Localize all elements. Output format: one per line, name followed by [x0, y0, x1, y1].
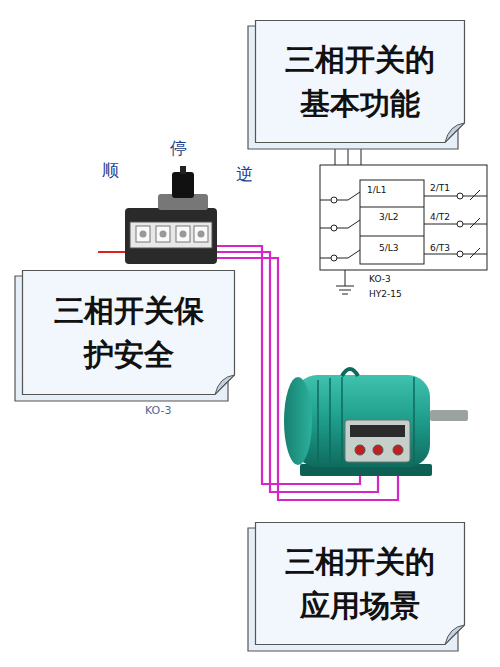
page-curl	[445, 123, 465, 143]
switch-schematic	[360, 180, 424, 264]
callout-title: 三相开关的 基本功能	[276, 38, 444, 125]
callout-content: 三相开关保 护安全	[22, 270, 235, 395]
switch-schematic	[361, 148, 362, 165]
switch-schematic	[424, 254, 487, 255]
rotary-switch	[156, 226, 170, 242]
switch-schematic	[457, 251, 463, 257]
switch-schematic	[339, 290, 351, 291]
direction-label: 逆	[236, 165, 253, 185]
page-curl	[445, 625, 465, 645]
switch-schematic	[360, 207, 424, 208]
rotary-switch	[180, 166, 186, 174]
switch-schematic	[470, 218, 480, 228]
motor	[413, 377, 415, 465]
terminal-label: HY2-15	[368, 289, 403, 299]
callout-box: 三相开关的 基本功能	[255, 20, 465, 143]
motor	[350, 425, 405, 437]
switch-schematic	[360, 236, 424, 237]
motor	[355, 445, 365, 455]
switch-schematic	[331, 225, 337, 231]
rotary-switch	[176, 226, 190, 242]
rotary-switch	[198, 231, 205, 238]
motor	[295, 375, 430, 467]
terminal-label: 4/T2	[429, 212, 451, 222]
motor	[329, 378, 331, 464]
rotary-switch	[160, 231, 167, 238]
motor	[341, 377, 343, 465]
motor	[342, 369, 358, 376]
switch-schematic	[348, 250, 360, 258]
motor	[345, 420, 410, 462]
terminal-label: 6/T3	[429, 243, 451, 253]
rotary-switch	[180, 231, 187, 238]
callout-content: 三相开关的 应用场景	[255, 522, 465, 645]
switch-schematic	[320, 148, 487, 294]
terminal-label: KO-3	[145, 405, 172, 418]
rotary-switch	[194, 226, 208, 242]
callout-title: 三相开关的 应用场景	[276, 540, 444, 627]
motor	[393, 445, 403, 455]
switch-schematic	[335, 148, 336, 165]
rotary-switch	[130, 222, 212, 248]
switch-schematic	[336, 286, 354, 287]
callout-sheet	[22, 270, 235, 395]
terminal-label: 3/L2	[378, 212, 400, 222]
motor	[318, 377, 414, 465]
direction-label: 停	[170, 139, 187, 159]
front-sheet	[23, 271, 235, 395]
rotary-switch	[172, 172, 194, 198]
terminal-label: 1/L1	[366, 185, 388, 195]
front-sheet	[256, 523, 465, 645]
terminal-label: 2/T1	[429, 183, 451, 193]
switch-schematic	[348, 220, 360, 228]
switch-schematic	[331, 197, 337, 203]
rotary-switch	[136, 226, 150, 242]
motor	[284, 369, 468, 476]
switch-schematic	[457, 193, 463, 199]
callout-box: 三相开关保 护安全	[22, 270, 235, 395]
switch-schematic	[424, 224, 487, 225]
motor	[284, 377, 312, 465]
rotary-switch	[125, 166, 217, 264]
motor	[317, 380, 319, 462]
switch-schematic	[348, 148, 349, 165]
callout-box: 三相开关的 应用场景	[255, 522, 465, 645]
callout-sheet	[255, 522, 465, 645]
switch-schematic	[331, 255, 337, 261]
rotary-switch	[140, 231, 147, 238]
switch-schematic	[457, 221, 463, 227]
callout-sheet	[255, 20, 465, 143]
switch-schematic	[470, 190, 480, 200]
motor	[373, 445, 383, 455]
rotary-switch	[125, 208, 217, 264]
switch-schematic	[342, 294, 348, 295]
terminal-label: 5/L3	[378, 243, 400, 253]
direction-label: 顺	[102, 161, 119, 181]
terminal-label: KO-3	[368, 274, 392, 284]
motor	[430, 410, 468, 421]
switch-schematic	[424, 196, 487, 197]
callout-title: 三相开关保 护安全	[45, 289, 213, 376]
switch-schematic	[470, 248, 480, 258]
switch-schematic	[345, 270, 346, 286]
switch-schematic	[320, 165, 487, 270]
front-sheet	[256, 21, 465, 143]
switch-schematic	[348, 192, 360, 200]
page-curl	[215, 375, 235, 395]
callout-content: 三相开关的 基本功能	[255, 20, 465, 143]
